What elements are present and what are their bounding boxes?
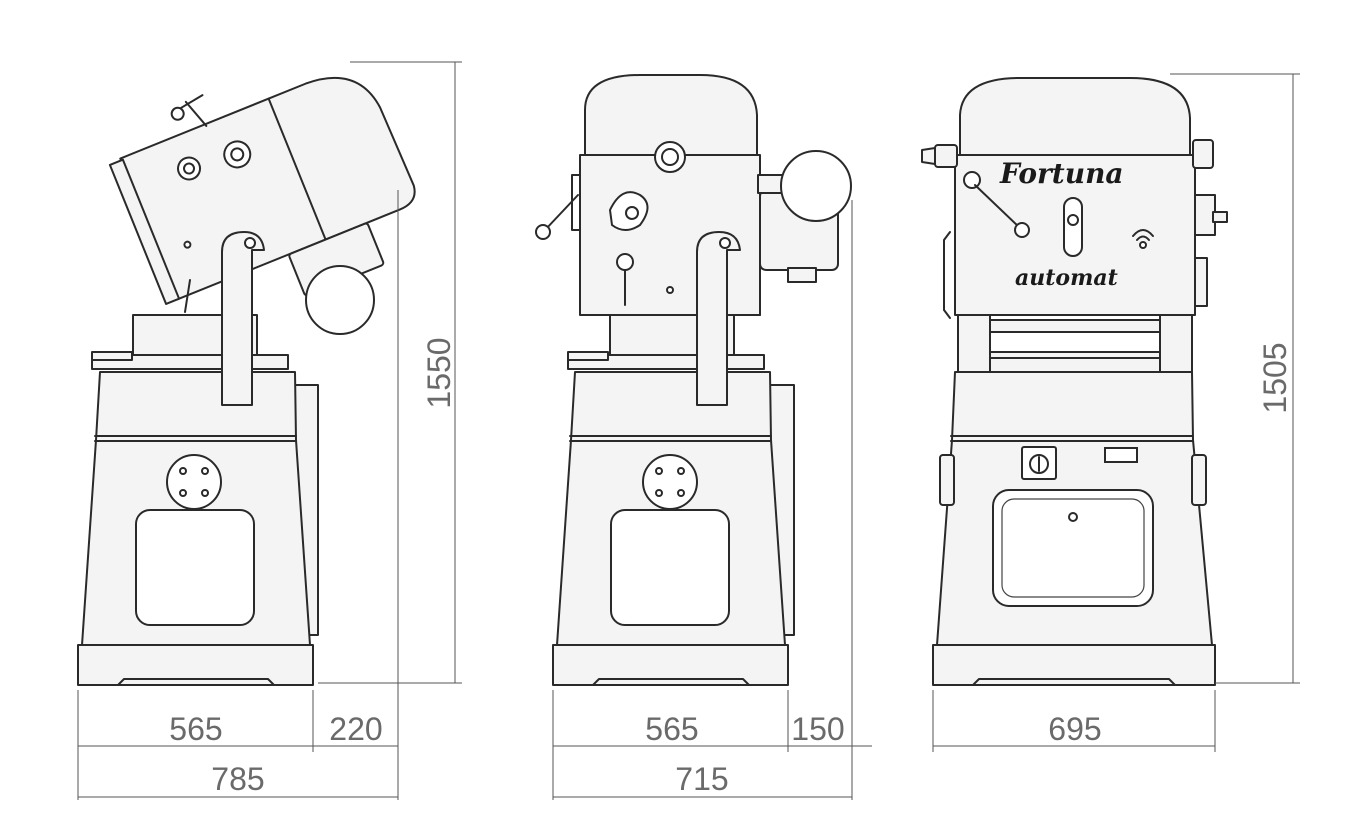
front-head-cap	[959, 77, 1191, 156]
middle-access-panel	[610, 509, 730, 626]
middle-motor	[780, 150, 852, 222]
side-tilted-head	[108, 76, 416, 305]
side-support-arm	[221, 231, 265, 406]
dim-middle-overhang: 150	[791, 711, 844, 747]
front-label-plate	[1104, 447, 1138, 463]
middle-round-cover	[642, 454, 698, 510]
front-model-logo: automat	[1015, 265, 1118, 291]
dim-side-height: 1550	[421, 337, 457, 408]
middle-head-cap	[584, 74, 758, 156]
dim-middle-total-width: 715	[675, 761, 728, 797]
side-round-cover	[166, 454, 222, 510]
dimension-lines	[77, 61, 1300, 800]
dim-side-total-width: 785	[211, 761, 264, 797]
side-view	[77, 76, 416, 686]
front-lever-slot	[1063, 197, 1083, 257]
middle-view	[535, 74, 852, 686]
dim-front-total-width: 695	[1048, 711, 1101, 747]
middle-support-arm	[696, 231, 741, 406]
front-view: Fortuna automat	[921, 77, 1228, 686]
side-access-panel	[135, 509, 255, 626]
dim-side-base-width: 565	[169, 711, 222, 747]
side-motor	[305, 265, 375, 335]
dim-front-height: 1505	[1257, 342, 1293, 413]
front-brand-logo: Fortuna	[999, 157, 1124, 190]
dim-side-overhang: 220	[329, 711, 382, 747]
dim-middle-base-width: 565	[645, 711, 698, 747]
front-access-panel	[992, 489, 1154, 607]
